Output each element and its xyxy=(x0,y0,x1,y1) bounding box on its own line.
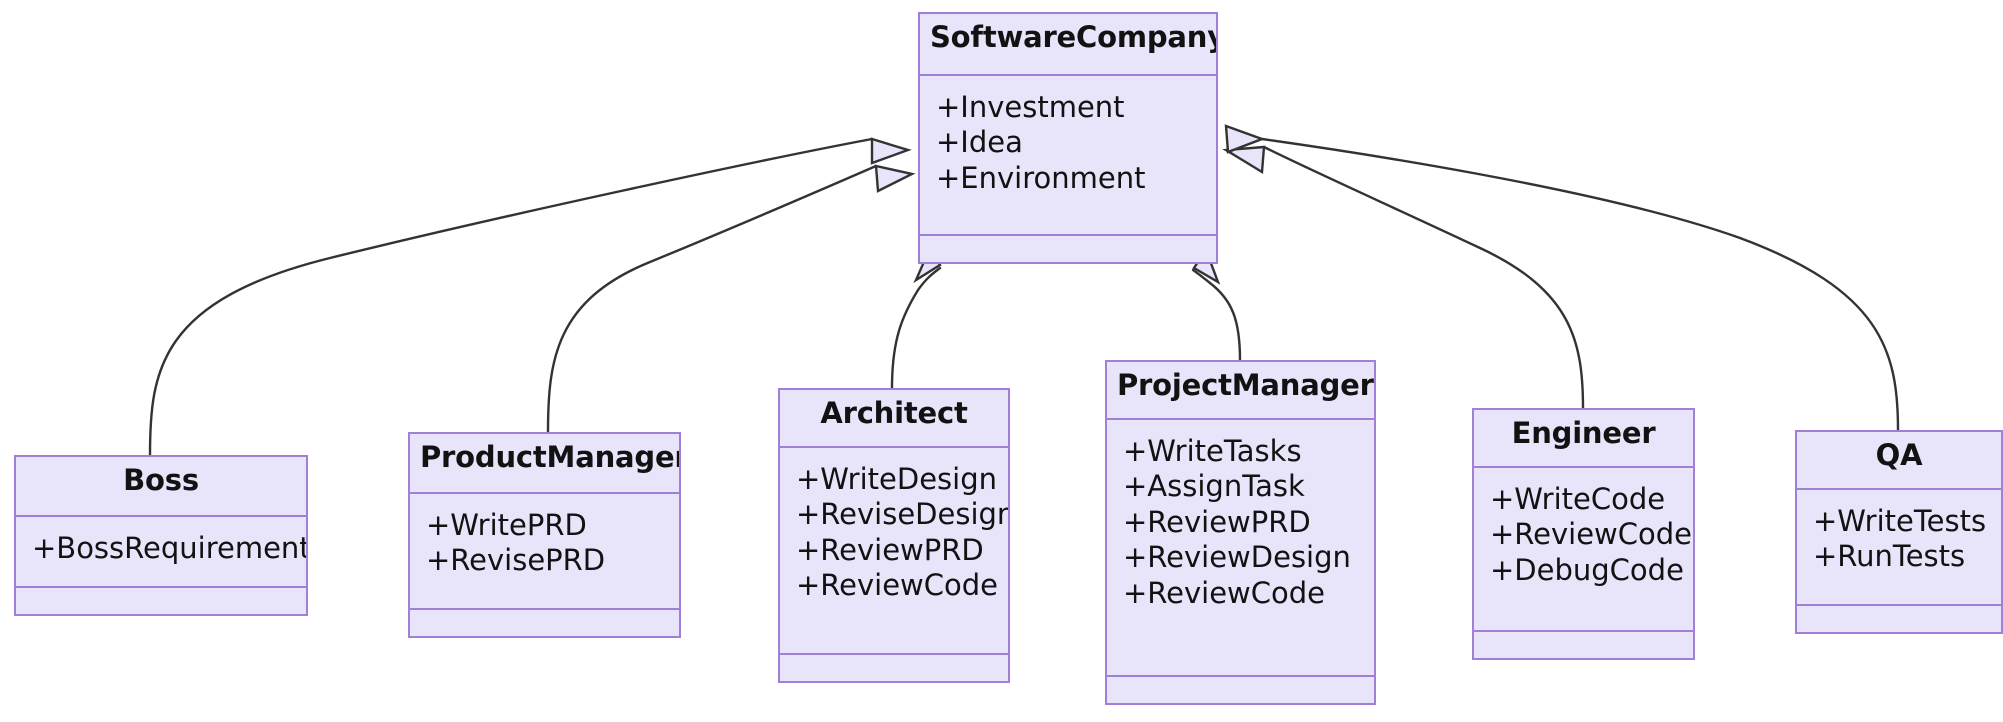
class-attributes-qa: +WriteTests+RunTests xyxy=(1797,490,2001,606)
inheritance-arrowhead-qa xyxy=(1224,124,1266,154)
class-attribute: +WriteTasks xyxy=(1123,434,1302,468)
class-node-boss[interactable]: Boss +BossRequirement xyxy=(14,455,308,616)
class-attribute: +WriteTests xyxy=(1813,504,1987,538)
class-attribute: +ReviewCode xyxy=(1123,575,1326,610)
class-node-project-manager[interactable]: ProjectManager+WriteTasks+AssignTask+Rev… xyxy=(1105,360,1376,705)
class-methods-boss xyxy=(16,588,306,614)
class-attribute: +WritePRD xyxy=(426,508,587,542)
inheritance-edge-boss xyxy=(148,137,874,457)
class-methods-engineer xyxy=(1474,632,1693,658)
class-attribute: +ReviewCode xyxy=(796,568,999,603)
class-methods-software-company xyxy=(920,236,1216,262)
class-attribute: +ReviewDesign xyxy=(1123,540,1351,575)
class-attribute: +RunTests xyxy=(1813,539,1966,574)
class-name-architect: Architect xyxy=(780,390,1008,448)
class-name-software-company: SoftwareCompany xyxy=(920,14,1216,76)
class-attributes-engineer: +WriteCode+ReviewCode+DebugCode xyxy=(1474,468,1693,632)
class-node-software-company[interactable]: SoftwareCompany+Investment+Idea+Environm… xyxy=(918,12,1218,264)
class-attributes-product-manager: +WritePRD+RevisePRD xyxy=(410,494,679,610)
class-attribute: +Investment xyxy=(936,90,1125,124)
class-name-project-manager: ProjectManager xyxy=(1107,362,1374,420)
class-attribute: +Idea xyxy=(936,125,1023,160)
class-attributes-software-company: +Investment+Idea+Environment xyxy=(920,76,1216,236)
class-name-product-manager: ProductManager xyxy=(410,434,679,494)
inheritance-edge-project-manager xyxy=(1191,268,1242,362)
class-name-engineer: Engineer xyxy=(1474,410,1693,468)
class-node-architect[interactable]: Architect+WriteDesign+ReviseDesign+Revie… xyxy=(778,388,1010,683)
class-name-boss: Boss xyxy=(16,457,306,517)
class-attribute: +ReviewPRD xyxy=(796,532,984,567)
class-name-qa: QA xyxy=(1797,432,2001,490)
class-attribute: +AssignTask xyxy=(1123,469,1305,504)
class-attribute: +DebugCode xyxy=(1490,552,1684,587)
class-attributes-boss: +BossRequirement xyxy=(16,517,306,588)
class-attribute: +ReviewPRD xyxy=(1123,504,1311,539)
class-methods-architect xyxy=(780,655,1008,681)
class-attribute: +RevisePRD xyxy=(426,543,606,578)
class-attribute: +Environment xyxy=(936,160,1146,195)
class-attributes-architect: +WriteDesign+ReviseDesign+ReviewPRD+Revi… xyxy=(780,448,1008,655)
class-node-product-manager[interactable]: ProductManager+WritePRD+RevisePRD xyxy=(408,432,681,638)
class-methods-project-manager xyxy=(1107,677,1374,703)
class-methods-qa xyxy=(1797,606,2001,632)
class-node-qa[interactable]: QA+WriteTests+RunTests xyxy=(1795,430,2003,634)
class-attribute: +ReviewCode xyxy=(1490,517,1693,552)
class-attribute: +ReviseDesign xyxy=(796,497,1010,532)
inheritance-arrowhead-engineer xyxy=(1222,145,1266,175)
inheritance-arrowhead-boss xyxy=(870,137,912,165)
inheritance-arrowhead-product-manager xyxy=(874,164,916,193)
class-methods-product-manager xyxy=(410,610,679,636)
class-attribute: +BossRequirement xyxy=(32,531,308,565)
class-attribute: +WriteDesign xyxy=(796,462,997,496)
class-attribute: +WriteCode xyxy=(1490,482,1666,516)
class-node-engineer[interactable]: Engineer+WriteCode+ReviewCode+DebugCode xyxy=(1472,408,1695,660)
class-attributes-project-manager: +WriteTasks+AssignTask+ReviewPRD+ReviewD… xyxy=(1107,420,1374,677)
inheritance-edge-architect xyxy=(890,266,942,390)
